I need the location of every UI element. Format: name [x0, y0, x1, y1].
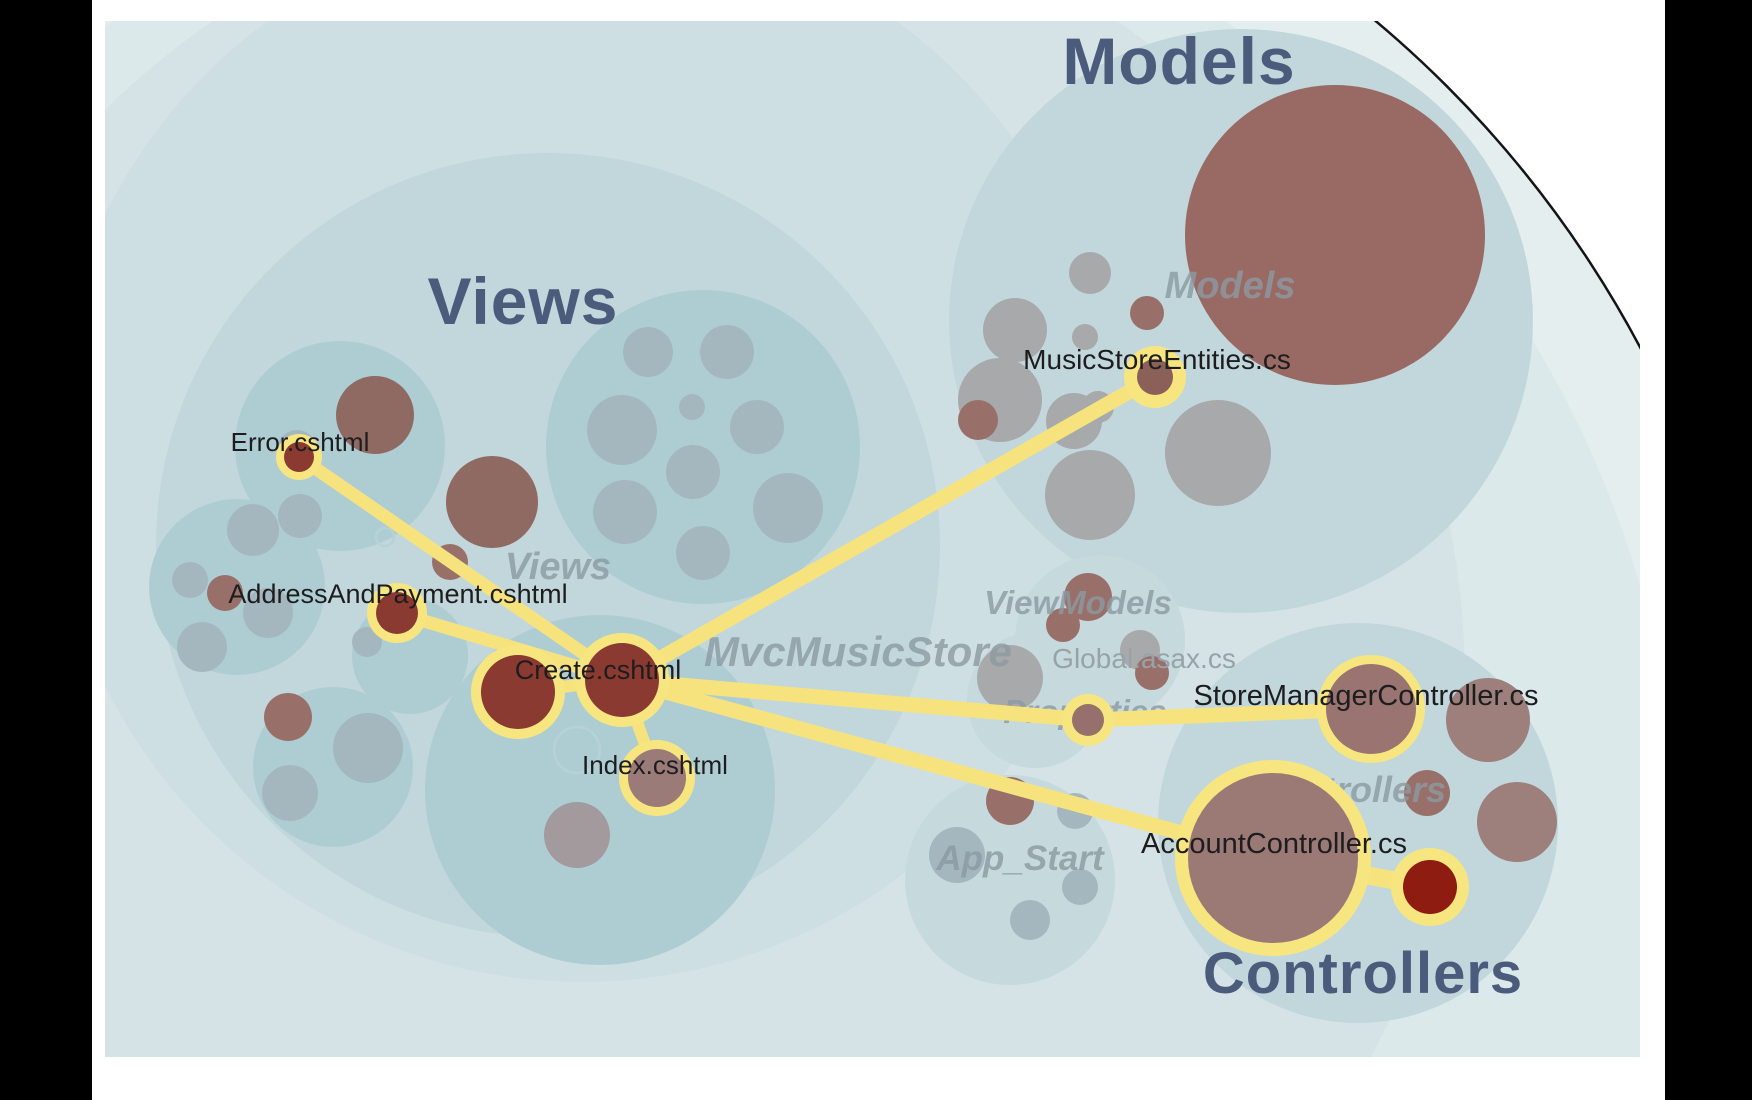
dependency-map-svg[interactable]: ViewsModelsPropertiesMvcMusicStoreViewMo… — [105, 21, 1640, 1057]
file-dot[interactable] — [958, 400, 998, 440]
file-dot[interactable] — [207, 575, 243, 611]
edge-create-accountcontroller — [614, 672, 1281, 866]
label-index-cshtml: Index.cshtml — [582, 750, 728, 780]
file-dot[interactable] — [1135, 656, 1169, 690]
label-global-asax-cs: Global.asax.cs — [1052, 643, 1236, 674]
file-dot[interactable] — [1130, 296, 1164, 330]
file-dot[interactable] — [1062, 869, 1098, 905]
node-properties[interactable] — [1072, 704, 1104, 736]
file-dot[interactable] — [587, 395, 657, 465]
file-dot[interactable] — [172, 562, 208, 598]
file-dot[interactable] — [333, 713, 403, 783]
file-dot[interactable] — [243, 588, 293, 638]
file-dot[interactable] — [977, 645, 1043, 711]
edge-create-musicstoreentities — [614, 369, 1163, 688]
file-dot[interactable] — [177, 622, 227, 672]
file-dot[interactable] — [1477, 782, 1557, 862]
folder-label-appstart: App_Start — [935, 839, 1105, 878]
file-dot[interactable] — [983, 298, 1047, 362]
file-dot[interactable] — [262, 765, 318, 821]
file-dot[interactable] — [730, 400, 784, 454]
file-dot[interactable] — [278, 494, 322, 538]
label-error-cshtml: Error.cshtml — [231, 427, 370, 457]
node-create-sibling[interactable] — [481, 655, 555, 729]
file-dot[interactable] — [446, 456, 538, 548]
file-dot[interactable] — [1165, 400, 1271, 506]
annotation-title-models: Models — [1062, 24, 1295, 98]
file-dot[interactable] — [753, 473, 823, 543]
file-dot[interactable] — [1404, 770, 1450, 816]
file-dot[interactable] — [1046, 608, 1080, 642]
folder-label-views: Views — [505, 546, 611, 588]
code-map-canvas[interactable]: ViewsModelsPropertiesMvcMusicStoreViewMo… — [105, 21, 1640, 1057]
file-dot[interactable] — [1072, 324, 1098, 350]
label-accountcontroller-cs: AccountController.cs — [1141, 828, 1407, 860]
file-dot-large-model[interactable] — [1185, 85, 1485, 385]
file-dot[interactable] — [336, 376, 414, 454]
file-dot[interactable] — [676, 526, 730, 580]
annotation-title-views: Views — [428, 264, 619, 338]
file-dot[interactable] — [593, 480, 657, 544]
file-dot[interactable] — [1064, 573, 1112, 621]
empty-folder-ring — [552, 725, 602, 775]
edge-create-properties-node — [614, 672, 1096, 728]
file-dot[interactable] — [1010, 900, 1050, 940]
file-dot[interactable] — [679, 394, 705, 420]
label-create-cshtml: Create.cshtml — [515, 655, 682, 685]
node-error-cshtml[interactable] — [284, 442, 314, 472]
node-index-cshtml[interactable] — [628, 749, 686, 807]
folder-label-viewmodels: ViewModels — [984, 584, 1172, 621]
node-musicstoreentities-cs[interactable] — [1137, 359, 1173, 395]
file-dot[interactable] — [700, 325, 754, 379]
node-accountcontroller-cs[interactable] — [1188, 773, 1358, 943]
file-dot[interactable] — [623, 327, 673, 377]
folder-label-models: Models — [1165, 265, 1296, 307]
label-storemanagercontroller-cs: StoreManagerController.cs — [1194, 680, 1539, 712]
file-dot[interactable] — [929, 827, 985, 883]
folder-label-mvcmusicstore: MvcMusicStore — [704, 628, 1012, 675]
file-dot[interactable] — [666, 445, 720, 499]
node-storemanagercontroller-cs[interactable] — [1326, 664, 1416, 754]
file-dot[interactable] — [1446, 678, 1530, 762]
empty-folder-ring — [374, 526, 396, 548]
label-musicstoreentities-cs: MusicStoreEntities.cs — [1023, 344, 1291, 375]
file-dot[interactable] — [544, 802, 610, 868]
node-addressandpayment-cshtml[interactable] — [376, 592, 418, 634]
edge-create-error — [292, 450, 629, 687]
file-dot[interactable] — [1045, 450, 1135, 540]
file-dot[interactable] — [352, 627, 382, 657]
node-create-cshtml[interactable] — [585, 643, 659, 717]
file-dot[interactable] — [1069, 252, 1111, 294]
node-red-controller[interactable] — [1403, 860, 1457, 914]
app-page: ViewsModelsPropertiesMvcMusicStoreViewMo… — [92, 0, 1665, 1100]
file-dot[interactable] — [264, 693, 312, 741]
label-addressandpayment-cshtml: AddressAndPayment.cshtml — [228, 579, 567, 609]
file-dot[interactable] — [227, 504, 279, 556]
